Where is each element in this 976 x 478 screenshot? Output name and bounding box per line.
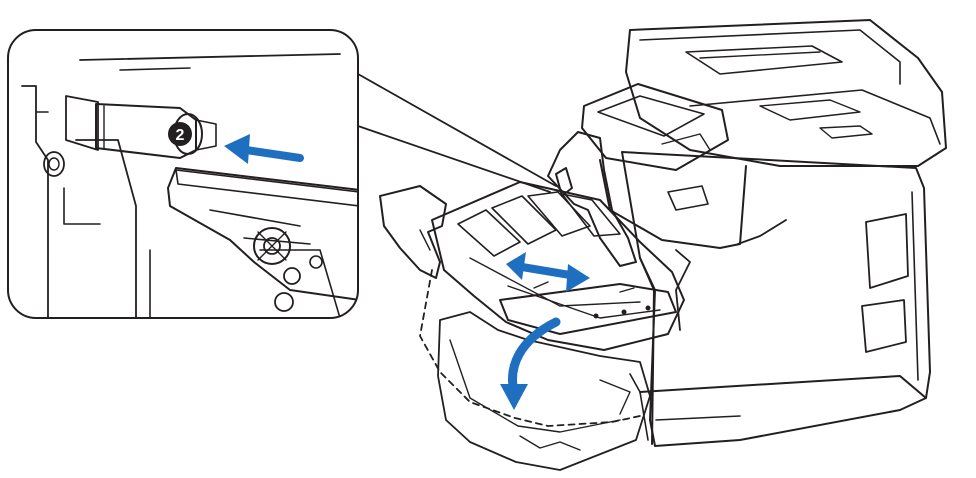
- slide-arrow-icon: [506, 252, 590, 292]
- drum-drawer-outline: [419, 269, 651, 471]
- hands-illustration: [379, 131, 637, 279]
- drum-unit-icon: [431, 181, 685, 351]
- insert-arrow-icon: [224, 134, 304, 164]
- printer-icon: [581, 19, 947, 447]
- inset-step-label: 2: [176, 127, 185, 144]
- inset-callout: 2: [7, 29, 557, 319]
- rotate-down-arrow-icon: [500, 317, 561, 410]
